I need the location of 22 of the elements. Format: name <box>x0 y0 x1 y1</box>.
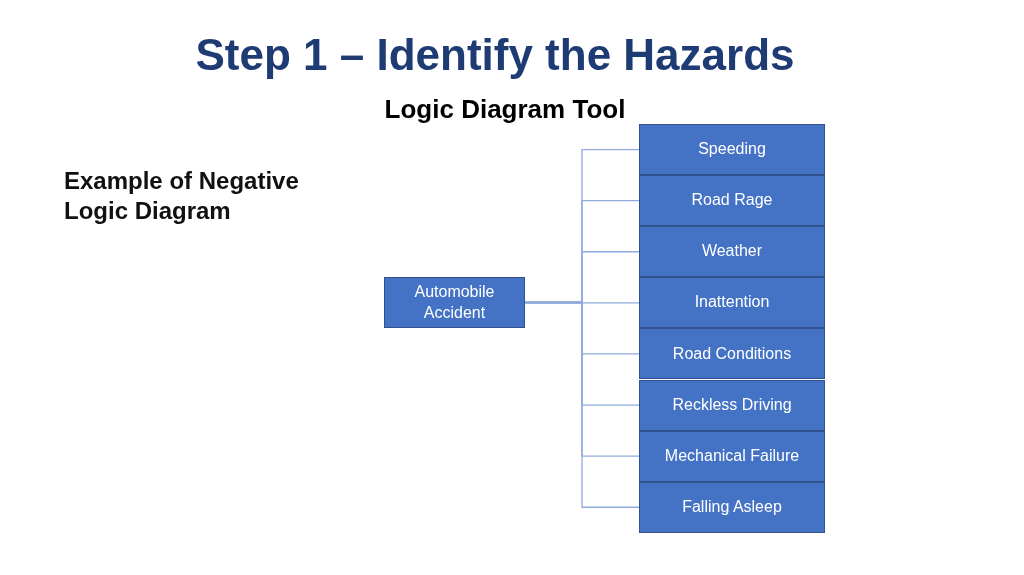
box-label: Weather <box>700 241 764 262</box>
box-label: Road Rage <box>690 190 774 211</box>
note-text: Example of Negative Logic Diagram <box>64 166 300 226</box>
box-label: Road Conditions <box>671 343 793 364</box>
hazard-box <box>639 226 825 278</box>
box-label: Reckless Driving <box>671 394 793 415</box>
hazard-box <box>639 379 825 431</box>
title: Step 1 – Identify the Hazards <box>194 30 796 80</box>
box-label: Automobile Accident <box>413 281 496 323</box>
hazard-box <box>639 328 825 380</box>
box-label: Falling Asleep <box>681 496 783 517</box>
box-label: Speeding <box>697 139 767 160</box>
hazard-box <box>384 277 525 328</box>
hazard-box <box>639 175 825 227</box>
box-label: Mechanical Failure <box>663 445 801 466</box>
hazard-box <box>639 124 825 176</box>
connector-line <box>524 301 640 508</box>
hazard-box <box>639 430 825 482</box>
subtitle: Logic Diagram Tool <box>383 94 627 125</box>
hazard-box <box>639 277 825 329</box>
hazard-box <box>639 481 825 533</box>
box-label: Inattention <box>693 292 771 313</box>
